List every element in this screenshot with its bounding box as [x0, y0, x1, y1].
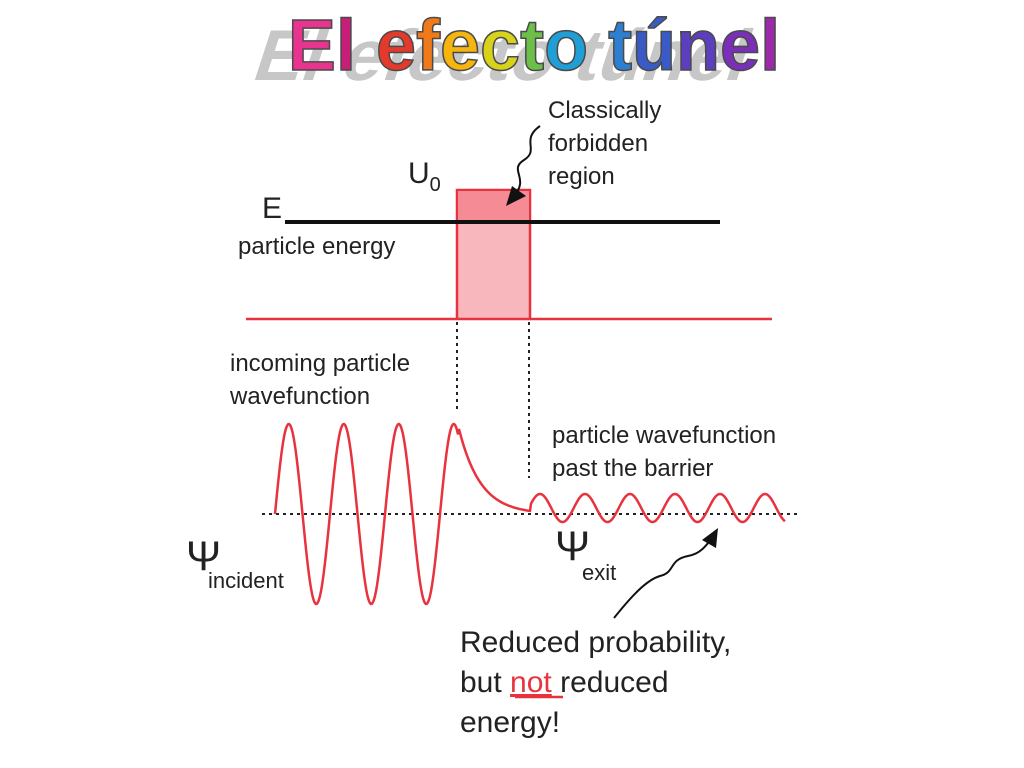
title-letter: c: [480, 6, 520, 86]
title-letter: e: [376, 6, 416, 86]
title: El efecto túnel El efecto túnel: [245, 5, 781, 96]
incoming-label-line1: incoming particle: [230, 350, 410, 377]
title-letter: E: [288, 6, 336, 86]
forbidden-label-line3: region: [548, 163, 615, 190]
forbidden-arrow-head: [506, 186, 526, 206]
particle-energy-label: particle energy: [238, 233, 395, 260]
psi-incident-symbol: Ψ: [186, 532, 221, 579]
title-letter: e: [440, 6, 480, 86]
exit-arrow: [613, 537, 713, 619]
title-letter: f: [416, 6, 441, 86]
title-letter: ú: [632, 6, 676, 86]
title-letter: [356, 6, 376, 86]
psi-exit-subscript: exit: [582, 560, 616, 585]
forbidden-label-line2: forbidden: [548, 130, 648, 157]
reduced-label-line1: Reduced probability,: [460, 626, 731, 659]
title-letter: l: [760, 6, 780, 86]
forbidden-label-line1: Classically: [548, 97, 661, 124]
forbidden-arrow: [513, 125, 541, 197]
u0-label: U0: [408, 157, 441, 196]
reduced-label-line3: energy!: [460, 706, 560, 739]
reduced-label-line2: but not reduced: [460, 666, 669, 699]
title-letter: l: [336, 6, 356, 86]
title-letter: t: [608, 6, 632, 86]
title-letter: e: [720, 6, 760, 86]
past-barrier-label-line2: past the barrier: [552, 455, 713, 482]
e-label: E: [262, 192, 282, 225]
title-letter: o: [544, 6, 588, 86]
psi-incident-label: Ψ incident: [186, 532, 284, 593]
title-letter: t: [520, 6, 544, 86]
title-letter: n: [676, 6, 720, 86]
psi-incident-subscript: incident: [208, 568, 284, 593]
incoming-label-line2: wavefunction: [229, 383, 370, 410]
title-text: El efecto túnel: [288, 6, 780, 86]
psi-exit-label: Ψ exit: [555, 522, 616, 585]
exit-arrow-head: [702, 528, 718, 548]
past-barrier-label-line1: particle wavefunction: [552, 422, 776, 449]
title-letter: [588, 6, 608, 86]
psi-exit-symbol: Ψ: [555, 522, 590, 569]
title-shadow: El efecto túnel: [245, 15, 763, 96]
wavefunction-curve: [273, 422, 786, 606]
